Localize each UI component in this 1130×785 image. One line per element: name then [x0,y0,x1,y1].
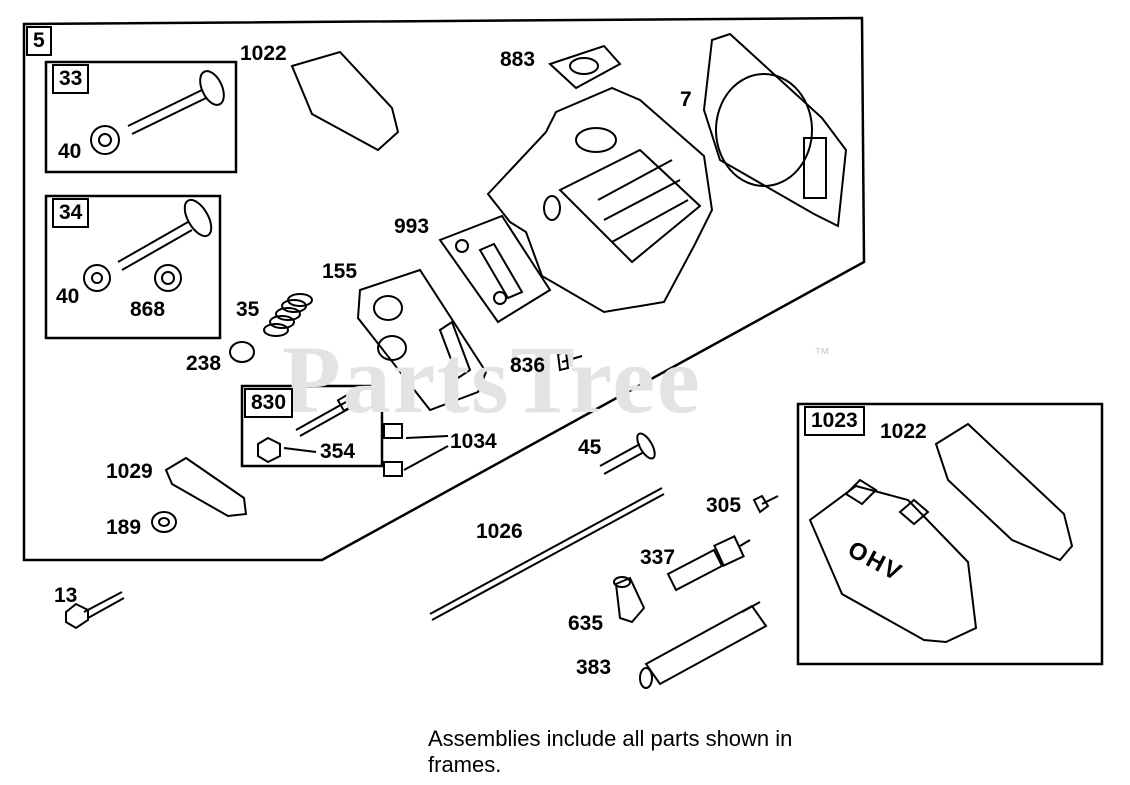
part-label-305[interactable]: 305 [706,494,742,517]
watermark: PartsTree [282,326,702,433]
part-label-883[interactable]: 883 [500,48,536,71]
screw-305-drawing [752,494,779,514]
rocker-1029-drawing [164,456,248,518]
assembly-note: Assemblies include all parts shown in fr… [428,726,793,777]
push-rod-drawing [429,487,665,621]
rocker-stud-drawing [257,391,358,464]
cover-gasket-drawing [934,422,1074,562]
plate-155-drawing [356,268,488,412]
tool-383-drawing [639,601,768,689]
frame-label-33[interactable]: 33 [52,64,90,94]
part-label-238[interactable]: 238 [186,352,222,375]
part-label-993[interactable]: 993 [394,215,430,238]
part-label-1026[interactable]: 1026 [476,520,523,543]
part-label-1029[interactable]: 1029 [106,460,153,483]
frame-34-outline [44,194,222,340]
part-label-7[interactable]: 7 [680,88,692,111]
push-rod-guide-drawing [599,432,656,475]
frame-1023-outline [796,402,1104,666]
part-label-1022-top[interactable]: 1022 [240,42,287,65]
frame-5-outline [22,16,866,562]
part-label-354[interactable]: 354 [320,440,356,463]
frame-33-outline [44,60,238,174]
part-label-13[interactable]: 13 [54,584,78,607]
boot-635-drawing [613,576,646,624]
part-label-40-a[interactable]: 40 [58,140,82,163]
gasket-993-drawing [438,214,552,324]
spring-35-drawing [263,293,313,337]
head-gasket-drawing [702,32,848,228]
part-label-35[interactable]: 35 [236,298,260,321]
frame-830-outline [240,384,384,468]
part-label-40-b[interactable]: 40 [56,285,80,308]
screw-836-drawing [556,350,583,372]
intake-valve-drawing [90,70,225,155]
part-label-45[interactable]: 45 [578,436,602,459]
frame-label-5[interactable]: 5 [26,26,52,56]
nut-189-drawing [151,511,177,533]
part-label-189[interactable]: 189 [106,516,142,539]
part-label-155[interactable]: 155 [322,260,358,283]
spark-plug-drawing [666,535,751,592]
intake-gasket-drawing [548,44,622,90]
bolt-13-drawing [65,591,125,630]
frame-label-830[interactable]: 830 [244,388,294,418]
guide-1034-drawing [283,423,449,477]
valve-cover-drawing [808,478,978,644]
frame-label-34[interactable]: 34 [52,198,90,228]
part-label-337[interactable]: 337 [640,546,676,569]
frame-label-1023[interactable]: 1023 [804,406,865,436]
part-label-868[interactable]: 868 [130,298,166,321]
part-label-635[interactable]: 635 [568,612,604,635]
part-label-1022-frame[interactable]: 1022 [880,420,927,443]
cylinder-head-drawing [486,86,714,314]
part-label-383[interactable]: 383 [576,656,612,679]
valve-cover-gasket-drawing [290,50,400,152]
cap-238-drawing [229,341,255,363]
watermark-trademark: ™ [814,346,830,363]
part-label-836[interactable]: 836 [510,354,546,377]
exhaust-valve-drawing [83,198,213,292]
part-label-1034[interactable]: 1034 [450,430,497,453]
